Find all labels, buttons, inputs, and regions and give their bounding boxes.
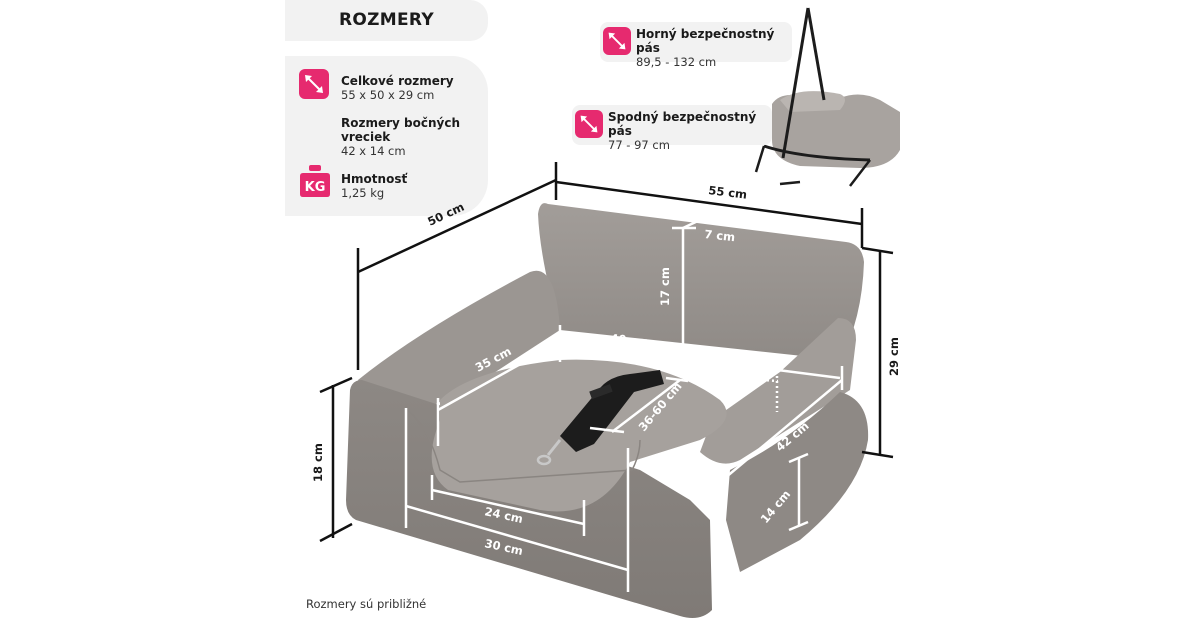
callout-value: 77 - 97 cm — [608, 138, 670, 152]
inner-width-line — [559, 340, 841, 380]
spec-label: Rozmery bočných — [341, 116, 460, 130]
callout-top-strap: Horný bezpečnostný pás 89,5 - 132 cm — [600, 22, 792, 69]
approximate-dimensions-note: Rozmery sú približné — [306, 597, 427, 611]
leash-clip — [546, 439, 562, 456]
leash-length-line — [611, 379, 681, 433]
width-dimension-line — [555, 180, 863, 226]
height-label: 29 cm — [887, 337, 901, 376]
front-width-line — [405, 504, 629, 572]
leash — [536, 370, 664, 466]
spec-label: vreciek — [341, 130, 391, 144]
page-title: ROZMERY — [339, 10, 434, 30]
title-panel: ROZMERY — [285, 0, 488, 41]
callout-bottom-strap: Spodný bezpečnostný pás 77 - 97 cm — [572, 105, 772, 152]
bottom-strap — [763, 144, 871, 162]
kg-weight-icon: KG — [299, 164, 330, 197]
pocket-width-line — [724, 379, 843, 479]
inner-dimension-lines — [404, 218, 844, 592]
diagonal-arrow-icon — [299, 69, 329, 99]
spec-weight: Hmotnosť 1,25 kg — [341, 172, 407, 200]
backrest-thickness-label: 7 cm — [704, 227, 736, 244]
spec-value: 1,25 kg — [341, 186, 385, 200]
outer-dimension-lines — [319, 162, 894, 543]
hanging-seat-thumbnail — [754, 7, 900, 187]
spec-pocket-dimensions: Rozmery bočných vreciek 42 x 14 cm — [341, 116, 460, 158]
front-opening-line — [431, 488, 585, 526]
front-height-label: 18 cm — [311, 443, 325, 482]
top-strap — [781, 7, 810, 159]
spec-label: Hmotnosť — [341, 172, 408, 186]
inner-depth-line — [437, 340, 561, 412]
callout-value: 89,5 - 132 cm — [636, 55, 717, 69]
depth-dimension-line — [357, 178, 557, 274]
callout-label: Horný bezpečnostný pás — [636, 27, 775, 55]
spec-label: Celkové rozmery — [341, 74, 454, 88]
kg-icon-text: KG — [305, 180, 326, 195]
diagonal-arrow-icon — [575, 110, 603, 138]
spec-value: 42 x 14 cm — [341, 144, 406, 158]
callout-label: Spodný bezpečnostný pás — [608, 110, 757, 138]
spec-value: 55 x 50 x 29 cm — [341, 88, 435, 102]
width-label: 55 cm — [708, 183, 748, 202]
inner-width-label: 40 cm — [610, 331, 650, 349]
spec-panel: Celkové rozmery 55 x 50 x 29 cm Rozmery … — [285, 56, 488, 216]
diagonal-arrow-icon — [603, 27, 631, 55]
backrest-height-label: 17 cm — [658, 267, 672, 306]
spec-overall-dimensions: Celkové rozmery 55 x 50 x 29 cm — [341, 74, 454, 102]
